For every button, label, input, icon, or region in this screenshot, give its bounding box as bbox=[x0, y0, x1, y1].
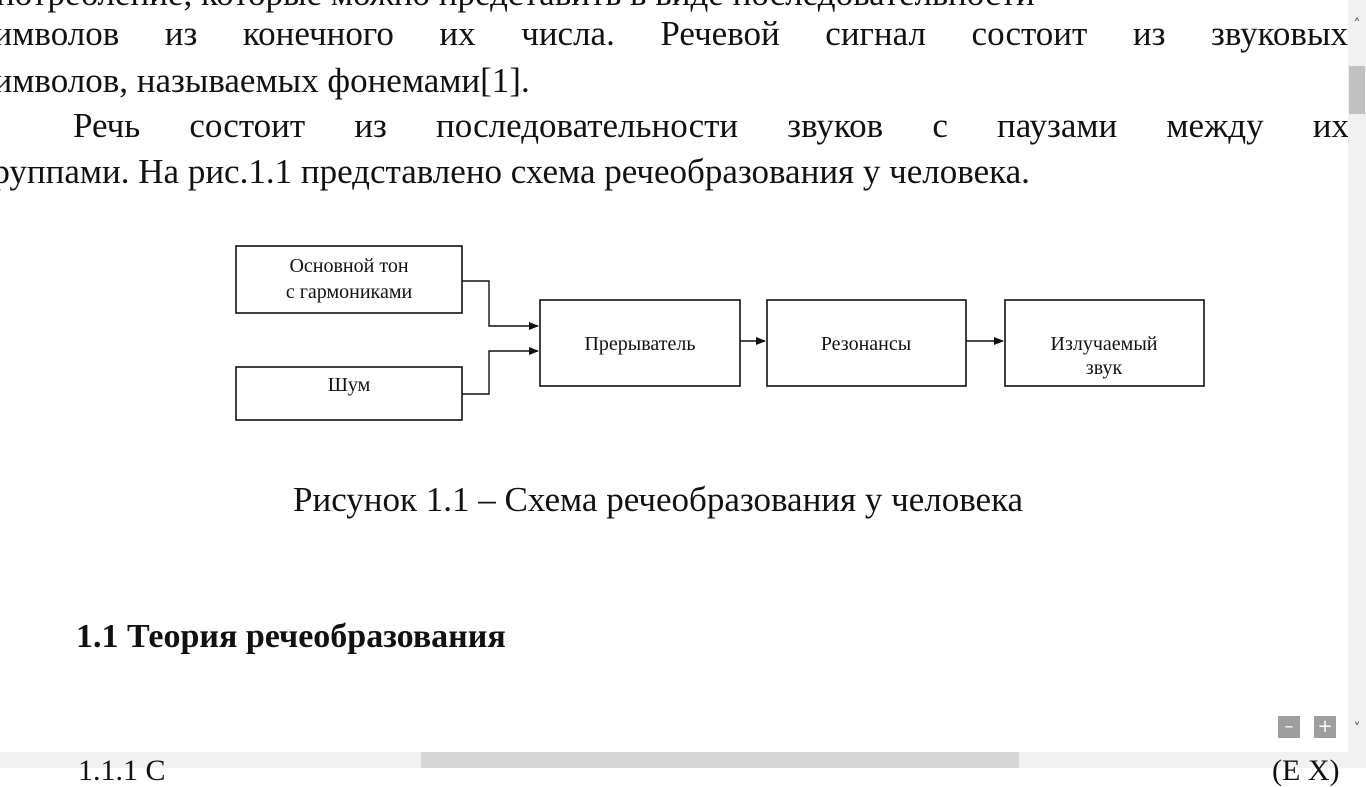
text-line-para1-2: символов из конечного их числа. Речевой … bbox=[0, 14, 1348, 53]
text-line-para1-3: символов, называемых фонемами[1]. bbox=[0, 61, 530, 100]
document-page: потребление, которые можно представить в… bbox=[0, 0, 1348, 655]
svg-text:с гармониками: с гармониками bbox=[286, 281, 413, 303]
connector-fundamental-to-interrupter bbox=[462, 280, 539, 330]
next-heading-peek-right: (Е Х) bbox=[1272, 754, 1340, 787]
next-heading-peek: 1.1.1 С bbox=[78, 754, 166, 787]
svg-text:Шум: Шум bbox=[328, 374, 371, 396]
vertical-scroll-thumb[interactable] bbox=[1349, 66, 1365, 114]
horizontal-scroll-thumb[interactable] bbox=[421, 752, 1019, 768]
text-line-para2-2: группами. На рис.1.1 представлено схема … bbox=[0, 152, 1030, 191]
box-emitted-sound: Излучаемый звук bbox=[1004, 299, 1205, 387]
svg-text:Излучаемый: Излучаемый bbox=[1051, 333, 1158, 355]
svg-text:Резонансы: Резонансы bbox=[821, 333, 911, 355]
section-heading: 1.1 Теория речеобразования bbox=[76, 618, 506, 655]
box-interrupter: Прерыватель bbox=[539, 299, 741, 387]
speech-production-diagram: Основной тон с гармониками Шум Прерывате… bbox=[235, 245, 1205, 421]
scroll-down-arrow-icon[interactable]: ˅ bbox=[1353, 721, 1361, 737]
box-resonances: Резонансы bbox=[766, 299, 967, 387]
horizontal-scrollbar[interactable] bbox=[0, 752, 1366, 768]
text-line-para2-1: Речь состоит из последовательности звуко… bbox=[73, 106, 1348, 145]
figure-caption: Рисунок 1.1 – Схема речеобразования у че… bbox=[293, 480, 1024, 519]
svg-text:Основной тон: Основной тон bbox=[289, 255, 408, 277]
svg-text:звук: звук bbox=[1086, 357, 1123, 379]
box-noise: Шум bbox=[235, 366, 463, 421]
svg-text:Прерыватель: Прерыватель bbox=[584, 333, 695, 355]
zoom-out-button[interactable]: – bbox=[1278, 716, 1300, 738]
scroll-up-arrow-icon[interactable]: ˄ bbox=[1353, 17, 1361, 33]
text-line-clipped-top: потребление, которые можно представить в… bbox=[0, 0, 1035, 16]
box-fundamental-tone: Основной тон с гармониками bbox=[235, 245, 463, 314]
zoom-in-button[interactable]: + bbox=[1314, 716, 1336, 738]
vertical-scrollbar[interactable]: ˄ ˅ bbox=[1348, 0, 1366, 752]
connector-noise-to-interrupter bbox=[462, 347, 539, 395]
